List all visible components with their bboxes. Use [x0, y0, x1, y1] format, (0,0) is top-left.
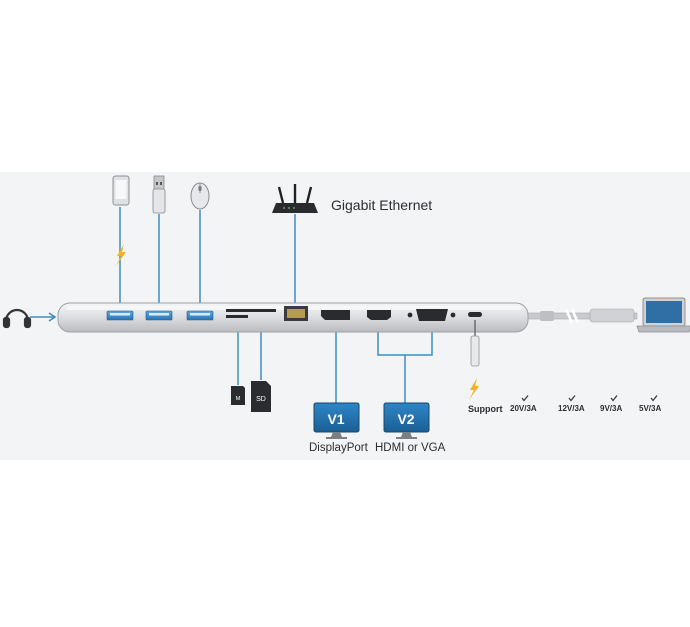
usb-port-2	[145, 310, 173, 321]
monitor-badge-v2: V2	[397, 411, 414, 427]
mouse-icon	[190, 182, 210, 210]
displayport-port	[321, 310, 350, 320]
smartphone-icon	[112, 175, 130, 206]
micro-sd-label: M	[236, 396, 241, 402]
power-option-9v: 9V/3A	[600, 404, 623, 413]
card-reader-slots	[226, 309, 276, 318]
lightning-bolt-icon	[469, 378, 479, 400]
check-icon	[650, 395, 658, 402]
hdmi-port	[367, 310, 391, 320]
power-option-5v: 5V/3A	[639, 404, 662, 413]
usb-port-1	[106, 310, 134, 321]
router-icon	[272, 184, 318, 213]
vga-port	[407, 309, 456, 321]
monitor-caption-v1: DisplayPort	[309, 442, 368, 454]
check-icon	[610, 395, 618, 402]
usb-port-3	[186, 310, 214, 321]
monitor-badge-v1: V1	[327, 411, 344, 427]
ethernet-port	[284, 306, 308, 321]
usb-c-port	[468, 312, 482, 317]
power-option-20v: 20V/3A	[510, 404, 537, 413]
check-icon	[521, 395, 529, 402]
usb-drive-icon	[152, 175, 166, 214]
lightning-bolt-icon	[116, 244, 126, 266]
check-icons	[521, 395, 658, 402]
monitor-icon-v2: V2	[383, 402, 430, 439]
sd-label: SD	[256, 396, 266, 403]
monitor-caption-v2: HDMI or VGA	[375, 442, 446, 454]
check-icon	[568, 395, 576, 402]
usb-c-charger-plug	[470, 320, 480, 367]
power-option-12v: 12V/3A	[558, 404, 585, 413]
monitor-icon-v1: V1	[313, 402, 360, 439]
power-support-label: Support	[468, 404, 503, 414]
host-cable	[526, 308, 638, 324]
sd-card-icon: SD	[251, 381, 271, 412]
laptop-icon	[636, 297, 690, 333]
headphones-icon	[2, 308, 32, 329]
ethernet-label: Gigabit Ethernet	[331, 197, 433, 213]
micro-sd-card-icon: M	[231, 386, 245, 405]
